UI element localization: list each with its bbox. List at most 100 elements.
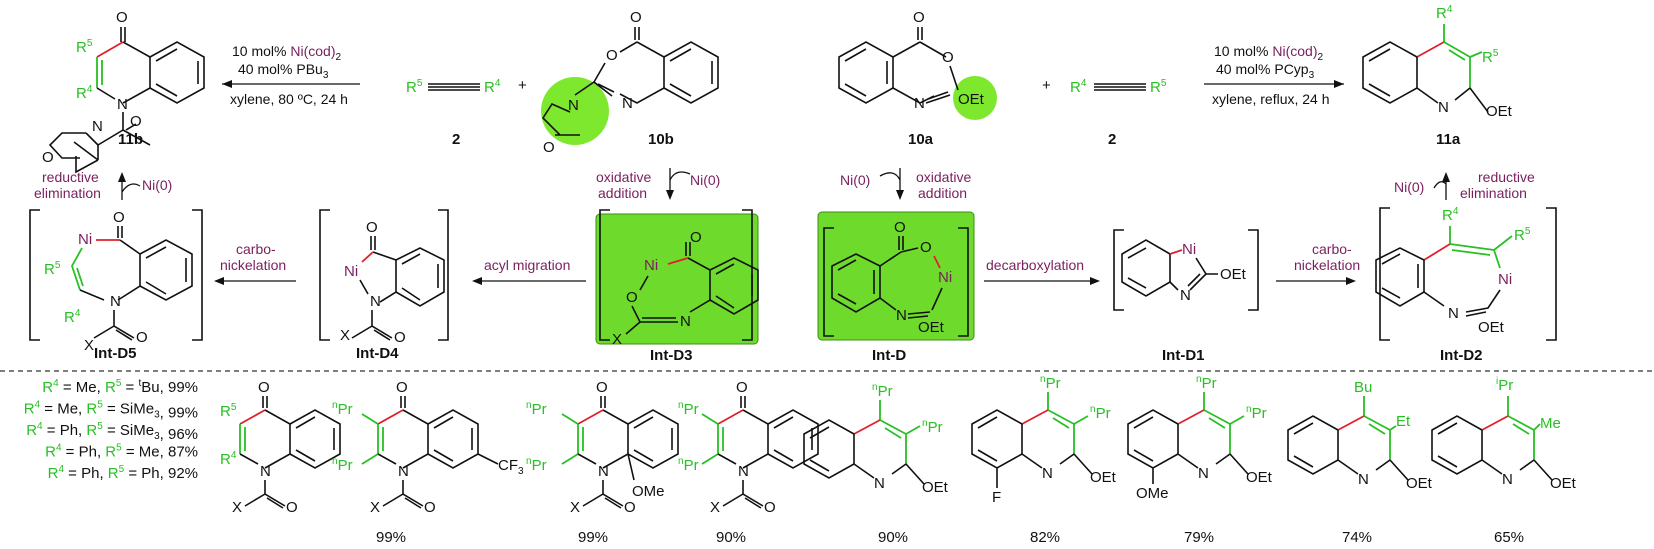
svg-text:nPr: nPr	[332, 456, 353, 474]
svg-text:R4: R4	[1070, 78, 1087, 96]
svg-text:O: O	[286, 499, 298, 516]
svg-text:82%: 82%	[1030, 529, 1060, 546]
label-11b: 11b	[118, 131, 143, 148]
conditions-left: 10 mol% Ni(cod)2 40 mol% PBu3 xylene, 80…	[222, 43, 360, 107]
svg-text:nPr: nPr	[922, 418, 943, 436]
svg-text:reductive: reductive	[1478, 169, 1535, 185]
svg-text:X: X	[612, 331, 622, 348]
svg-text:Int-D: Int-D	[872, 347, 906, 364]
scope-quinoline-2: nPr nPr N OEt F 82%	[971, 374, 1117, 546]
svg-text:Ni: Ni	[344, 263, 358, 280]
svg-text:addition: addition	[918, 185, 967, 201]
scope-quinolone-ome: O nPr nPr OMe N O X 99%	[526, 379, 679, 546]
svg-text:O: O	[543, 139, 555, 156]
svg-text:nPr: nPr	[526, 456, 547, 474]
step-oxidative-addition-right: Ni(0) oxidative addition	[840, 168, 971, 201]
scope-table-row: R4 = Me, R5 = tBu, 99%	[42, 378, 198, 396]
svg-text:reductive: reductive	[42, 169, 99, 185]
svg-text:Int-D5: Int-D5	[94, 345, 137, 362]
scope-table-row: R4 = Ph, R5 = Ph, 92%	[48, 464, 198, 482]
atom-n: N	[92, 118, 103, 135]
scope-quinoline-1: nPr nPr N OEt 90%	[803, 382, 949, 546]
svg-text:90%: 90%	[716, 529, 746, 546]
scope-quinoline-4: Bu Et N OEt 74%	[1287, 379, 1433, 546]
svg-text:Int-D4: Int-D4	[356, 345, 399, 362]
svg-text:O: O	[626, 289, 638, 306]
svg-text:O: O	[258, 379, 270, 396]
svg-text:OEt: OEt	[1406, 475, 1433, 492]
intermediate-int-d3: O Ni O N X Int-D3	[595, 209, 759, 364]
svg-text:nickelation: nickelation	[220, 257, 286, 273]
intermediate-int-d4: O Ni N O X Int-D4	[319, 209, 449, 362]
alkyne-2-left: R5 R4 2	[406, 78, 501, 148]
scope-table-row: R4 = Ph, R5 = Me, 87%	[45, 443, 198, 461]
svg-text:O: O	[690, 229, 702, 246]
intermediate-int-d1: Ni N OEt Int-D1	[1113, 229, 1259, 364]
svg-text:Me: Me	[1540, 415, 1561, 432]
svg-text:10b: 10b	[648, 131, 674, 148]
svg-text:R5: R5	[1514, 226, 1531, 244]
svg-text:2: 2	[1108, 131, 1116, 148]
step-decarboxylation: decarboxylation	[984, 257, 1100, 285]
scope-quinolone-cf3: O nPr nPr CF3 N O X 99%	[332, 379, 524, 546]
r5-label: R5	[76, 38, 93, 56]
svg-text:Ni: Ni	[938, 269, 952, 286]
svg-text:X: X	[710, 499, 720, 516]
svg-text:N: N	[914, 95, 925, 112]
compound-10a: O O N OEt 10a	[838, 9, 997, 148]
svg-text:O: O	[736, 379, 748, 396]
scope-quinoline-3: nPr nPr N OEt OMe 79%	[1127, 374, 1273, 546]
svg-text:O: O	[424, 499, 436, 516]
svg-text:O: O	[366, 219, 378, 236]
svg-text:N: N	[738, 463, 749, 480]
svg-text:R5: R5	[406, 78, 423, 96]
svg-text:nPr: nPr	[872, 382, 893, 400]
svg-text:oxidative: oxidative	[916, 169, 971, 185]
svg-text:Et: Et	[1396, 413, 1411, 430]
atom-o: O	[116, 9, 128, 26]
svg-text:X: X	[570, 499, 580, 516]
svg-text:Int-D3: Int-D3	[650, 347, 693, 364]
svg-text:Ni(0): Ni(0)	[840, 172, 870, 188]
svg-text:xylene, 80 ºC, 24 h: xylene, 80 ºC, 24 h	[230, 91, 348, 107]
compound-10b: O O N N O 10b	[541, 9, 719, 156]
scope-generic-quinolone: O R5 R4 N O X	[220, 379, 341, 516]
svg-text:11a: 11a	[1436, 131, 1461, 148]
svg-text:iPr: iPr	[1496, 376, 1513, 394]
svg-text:nPr: nPr	[1246, 404, 1267, 422]
svg-text:R4: R4	[1442, 206, 1459, 224]
svg-text:N: N	[598, 463, 609, 480]
svg-text:74%: 74%	[1342, 529, 1372, 546]
svg-text:O: O	[630, 9, 642, 26]
svg-text:R5: R5	[44, 260, 61, 278]
svg-text:79%: 79%	[1184, 529, 1214, 546]
step-carbonickelation-right: carbo- nickelation	[1276, 241, 1360, 285]
svg-text:10 mol% Ni(cod)2: 10 mol% Ni(cod)2	[232, 43, 341, 63]
svg-text:oxidative: oxidative	[596, 169, 651, 185]
svg-text:2: 2	[452, 131, 460, 148]
intermediate-int-d5: O Ni R5 N R4 O X Int-D5	[29, 209, 203, 362]
intermediate-int-d2: R4 R5 Ni N OEt Int-D2	[1375, 206, 1557, 364]
svg-text:N: N	[680, 313, 691, 330]
svg-text:Ni: Ni	[1498, 271, 1512, 288]
svg-text:N: N	[568, 97, 579, 114]
scope-quinolone-plain: O nPr nPr N O X 90%	[678, 379, 819, 546]
svg-text:O: O	[136, 329, 148, 346]
svg-text:R5: R5	[1482, 48, 1499, 66]
scope-table: R4 = Me, R5 = tBu, 99%R4 = Me, R5 = SiMe…	[24, 378, 198, 482]
svg-text:10 mol% Ni(cod)2: 10 mol% Ni(cod)2	[1214, 43, 1323, 63]
svg-text:+: +	[518, 77, 527, 94]
svg-text:40 mol% PCyp3: 40 mol% PCyp3	[1216, 61, 1315, 81]
svg-text:+: +	[1042, 77, 1051, 94]
svg-text:N: N	[1042, 465, 1053, 482]
svg-text:nPr: nPr	[526, 400, 547, 418]
svg-text:99%: 99%	[578, 529, 608, 546]
svg-text:nickelation: nickelation	[1294, 257, 1360, 273]
svg-text:OEt: OEt	[1486, 103, 1513, 120]
svg-text:nPr: nPr	[1090, 404, 1111, 422]
svg-text:O: O	[624, 499, 636, 516]
svg-text:OEt: OEt	[922, 479, 949, 496]
svg-text:O: O	[596, 379, 608, 396]
svg-text:65%: 65%	[1494, 529, 1524, 546]
